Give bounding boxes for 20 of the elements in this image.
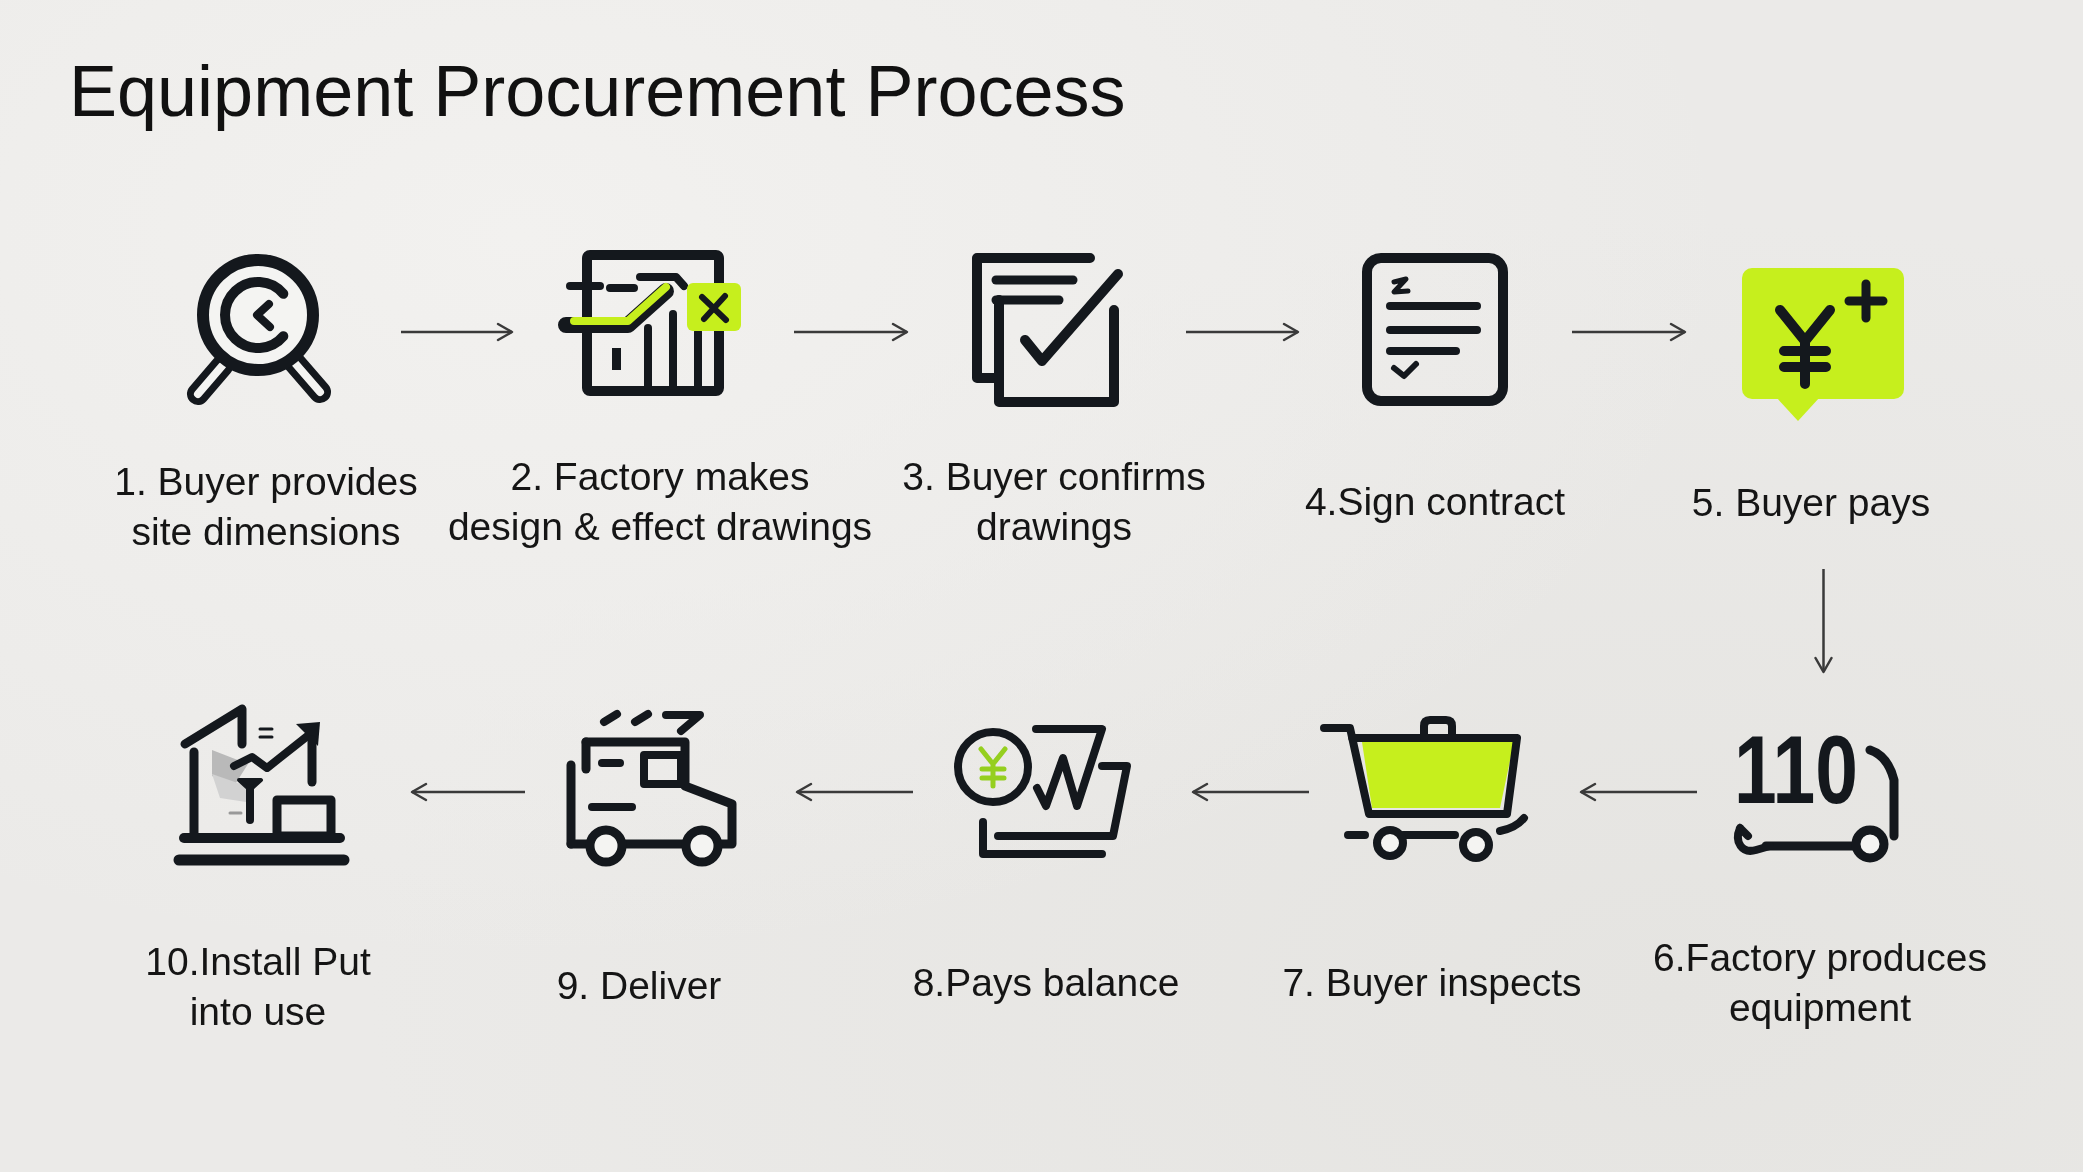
- step-label: 9. Deliver: [556, 963, 722, 1009]
- step-label: 5. Buyer pays: [1691, 480, 1931, 526]
- step-label: 3. Buyer confirms drawings: [902, 454, 1206, 550]
- arrow: [1191, 782, 1309, 802]
- arrow: [795, 782, 913, 802]
- arrow: [410, 782, 525, 802]
- step-label: 1. Buyer provides site dimensions: [114, 459, 418, 555]
- step-label: 6.Factory produces equipment: [1653, 935, 1987, 1031]
- arrow: [1572, 322, 1687, 342]
- arrow: [1186, 322, 1300, 342]
- arrow: [1814, 569, 1833, 674]
- step-label: 10.Install Put into use: [145, 939, 371, 1035]
- arrow: [401, 322, 514, 342]
- step-label: 4.Sign contract: [1304, 479, 1566, 525]
- arrow: [794, 322, 909, 342]
- icon-number: 110: [1734, 722, 1858, 818]
- step-label: 8.Pays balance: [912, 960, 1180, 1006]
- step-label: 2. Factory makes design & effect drawings: [447, 454, 873, 550]
- step-label: 7. Buyer inspects: [1282, 960, 1582, 1006]
- arrow: [1579, 782, 1697, 802]
